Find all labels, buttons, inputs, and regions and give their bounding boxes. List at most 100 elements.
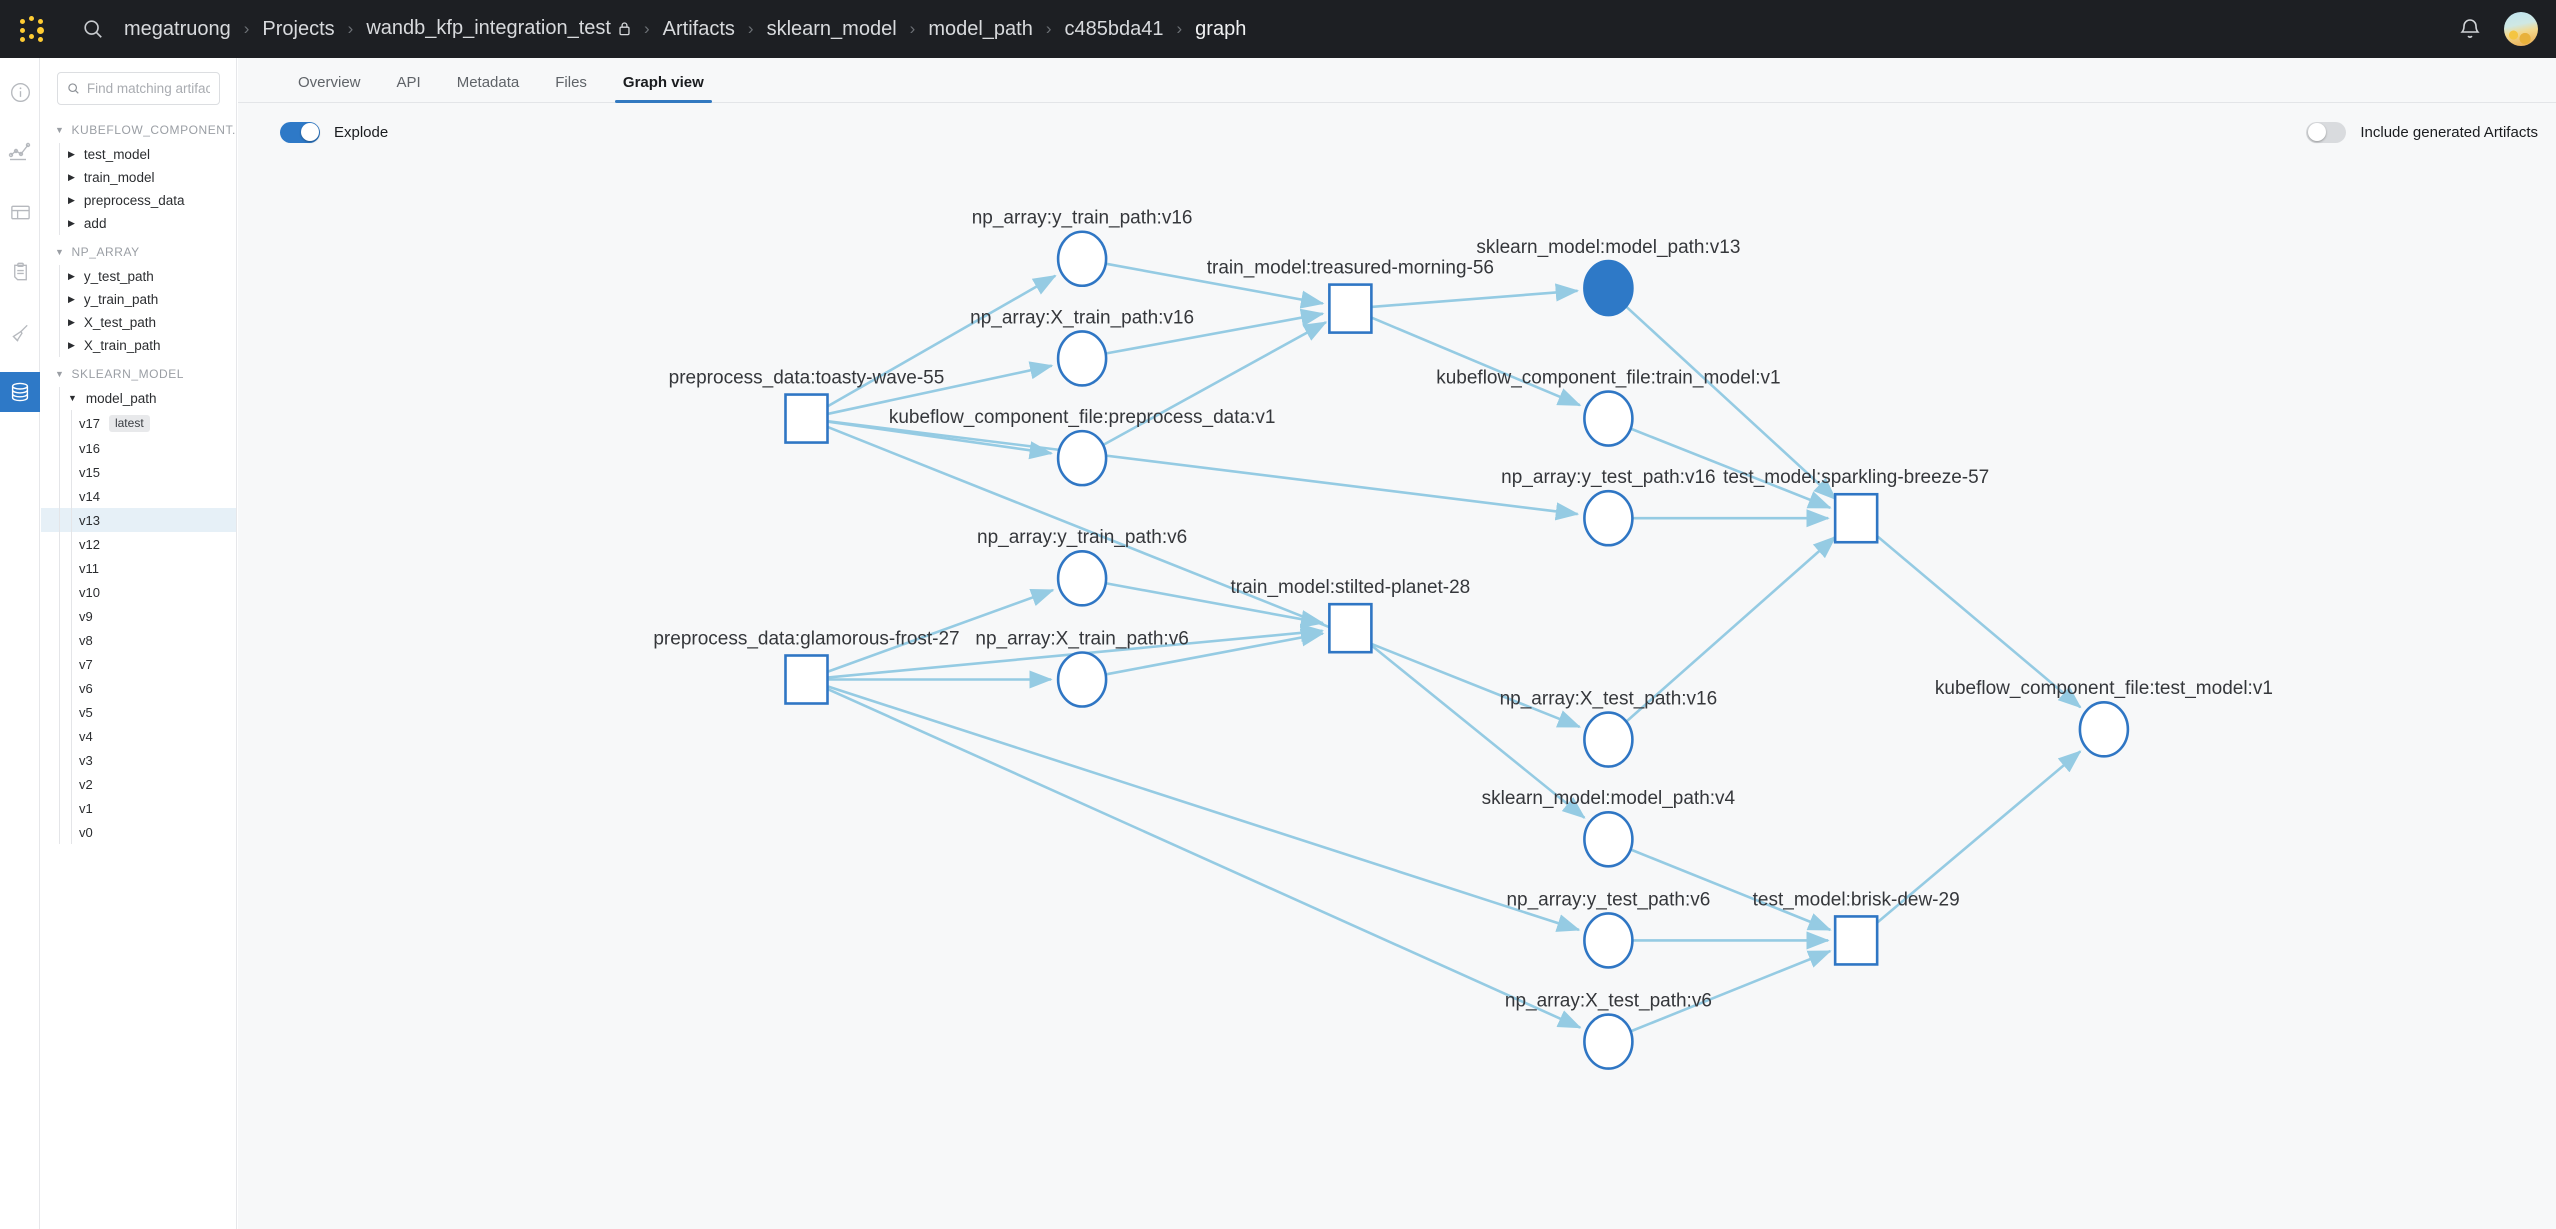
- breadcrumb-item-artifact-name[interactable]: model_path: [928, 17, 1033, 40]
- graph-node[interactable]: preprocess_data:toasty-wave-55: [669, 367, 945, 444]
- version-row-v4[interactable]: v4: [41, 724, 236, 748]
- rail-item-tables[interactable]: [0, 192, 40, 232]
- version-row-v15[interactable]: v15: [41, 460, 236, 484]
- search-artifacts-box[interactable]: [57, 72, 220, 105]
- run-node-shape[interactable]: [784, 654, 829, 705]
- graph-node[interactable]: np_array:X_test_path:v6: [1505, 990, 1712, 1070]
- artifact-node-shape[interactable]: [1583, 810, 1634, 868]
- graph-node[interactable]: np_array:X_train_path:v16: [970, 307, 1194, 387]
- graph-node[interactable]: np_array:y_test_path:v6: [1506, 889, 1710, 969]
- rail-item-sweeps[interactable]: [0, 312, 40, 352]
- rail-item-charts[interactable]: [0, 132, 40, 172]
- explode-toggle-group[interactable]: Explode: [280, 121, 388, 143]
- version-row-v17[interactable]: v17 latest: [41, 410, 236, 436]
- breadcrumb-item-projects[interactable]: Projects: [262, 17, 335, 40]
- graph-node[interactable]: train_model:stilted-planet-28: [1231, 577, 1471, 654]
- breadcrumb-item-artifact-type[interactable]: sklearn_model: [766, 17, 897, 40]
- version-row-v0[interactable]: v0: [41, 820, 236, 844]
- include-generated-toggle-group[interactable]: Include generated Artifacts: [2306, 103, 2538, 161]
- breadcrumb-item-entity[interactable]: megatruong: [124, 17, 231, 40]
- graph-node[interactable]: kubeflow_component_file:train_model:v1: [1436, 367, 1781, 447]
- artifact-node-shape[interactable]: [1583, 259, 1634, 317]
- graph-node[interactable]: preprocess_data:glamorous-frost-27: [653, 628, 960, 705]
- sidebar-item-test-model[interactable]: ▶ test_model: [41, 143, 236, 166]
- breadcrumb-item-artifacts[interactable]: Artifacts: [662, 17, 735, 40]
- artifact-node-shape[interactable]: [1056, 230, 1108, 288]
- sidebar-item-x-test-path[interactable]: ▶ X_test_path: [41, 311, 236, 334]
- breadcrumb-item-artifact-id[interactable]: c485bda41: [1064, 17, 1164, 40]
- include-generated-toggle[interactable]: [2306, 121, 2347, 143]
- version-row-v5[interactable]: v5: [41, 700, 236, 724]
- graph-node[interactable]: sklearn_model:model_path:v13: [1476, 237, 1740, 317]
- version-row-v6[interactable]: v6: [41, 676, 236, 700]
- bell-icon[interactable]: [2458, 17, 2482, 41]
- sidebar-item-train-model[interactable]: ▶ train_model: [41, 166, 236, 189]
- sidebar-item-x-train-path[interactable]: ▶ X_train_path: [41, 334, 236, 357]
- run-node-shape[interactable]: [1328, 283, 1373, 334]
- graph-node[interactable]: np_array:y_train_path:v6: [977, 527, 1187, 607]
- rail-item-info[interactable]: [0, 72, 40, 112]
- run-node-shape[interactable]: [1833, 915, 1879, 966]
- graph-node[interactable]: test_model:brisk-dew-29: [1753, 889, 1960, 966]
- artifact-node-shape[interactable]: [1056, 429, 1108, 487]
- global-search-button[interactable]: [64, 0, 122, 58]
- version-row-v3[interactable]: v3: [41, 748, 236, 772]
- graph-node[interactable]: kubeflow_component_file:preprocess_data:…: [889, 407, 1276, 487]
- tab-metadata[interactable]: Metadata: [456, 74, 520, 91]
- sidebar-item-y-test-path[interactable]: ▶ y_test_path: [41, 265, 236, 288]
- run-node-shape[interactable]: [1833, 492, 1879, 544]
- run-node-shape[interactable]: [784, 393, 829, 444]
- version-row-v10[interactable]: v10: [41, 580, 236, 604]
- graph-node[interactable]: sklearn_model:model_path:v4: [1482, 788, 1736, 868]
- sidebar-item-preprocess-data[interactable]: ▶ preprocess_data: [41, 189, 236, 212]
- explode-toggle[interactable]: [280, 121, 320, 143]
- version-row-v9[interactable]: v9: [41, 604, 236, 628]
- artifact-node-shape[interactable]: [1056, 330, 1108, 387]
- artifact-node-shape[interactable]: [1056, 651, 1108, 708]
- search-input[interactable]: [86, 81, 210, 96]
- tab-files[interactable]: Files: [555, 74, 587, 91]
- breadcrumb-item-graph[interactable]: graph: [1195, 17, 1247, 40]
- lineage-graph[interactable]: np_array:y_train_path:v16train_model:tre…: [238, 161, 2556, 1229]
- artifact-node-shape[interactable]: [1583, 390, 1634, 447]
- version-row-v8[interactable]: v8: [41, 628, 236, 652]
- artifact-node-shape[interactable]: [2078, 701, 2130, 758]
- sidebar-group-np-array[interactable]: ▼ NP_ARRAY: [41, 235, 236, 265]
- sidebar-group-sklearn-model[interactable]: ▼ SKLEARN_MODEL: [41, 357, 236, 387]
- artifact-node-shape[interactable]: [1583, 912, 1634, 969]
- run-node-shape[interactable]: [1328, 602, 1373, 654]
- version-row-v12[interactable]: v12: [41, 532, 236, 556]
- tab-graph-view[interactable]: Graph view: [605, 74, 722, 103]
- artifact-node-shape[interactable]: [1056, 550, 1108, 607]
- graph-node[interactable]: train_model:treasured-morning-56: [1207, 257, 1494, 334]
- version-row-v2[interactable]: v2: [41, 772, 236, 796]
- version-row-v14[interactable]: v14: [41, 484, 236, 508]
- avatar[interactable]: [2504, 12, 2538, 46]
- artifact-node-shape[interactable]: [1583, 1013, 1634, 1070]
- rail-item-artifacts[interactable]: [0, 372, 40, 412]
- version-row-v13[interactable]: v13: [41, 508, 236, 532]
- graph-node[interactable]: np_array:X_test_path:v16: [1500, 688, 1718, 768]
- tab-api[interactable]: API: [396, 74, 421, 91]
- graph-node[interactable]: np_array:y_test_path:v16: [1501, 467, 1716, 547]
- sidebar-item-model-path[interactable]: ▼ model_path: [41, 387, 236, 410]
- rail-item-reports[interactable]: [0, 252, 40, 292]
- version-row-v1[interactable]: v1: [41, 796, 236, 820]
- sidebar-item-add[interactable]: ▶ add: [41, 212, 236, 235]
- version-row-v11[interactable]: v11: [41, 556, 236, 580]
- version-row-v7[interactable]: v7: [41, 652, 236, 676]
- wandb-logo[interactable]: [0, 0, 64, 58]
- graph-node[interactable]: np_array:X_train_path:v6: [975, 628, 1189, 708]
- graph-node-label: np_array:X_train_path:v16: [970, 307, 1194, 328]
- graph-node[interactable]: kubeflow_component_file:test_model:v1: [1935, 678, 2273, 758]
- artifact-node-shape[interactable]: [1583, 489, 1634, 547]
- sidebar-group-kubeflow-component[interactable]: ▼ KUBEFLOW_COMPONENT...: [41, 113, 236, 143]
- version-row-v16[interactable]: v16: [41, 436, 236, 460]
- tab-overview[interactable]: Overview: [298, 74, 361, 91]
- artifact-node-shape[interactable]: [1583, 711, 1634, 768]
- breadcrumb-item-project[interactable]: wandb_kfp_integration_test: [364, 17, 633, 42]
- sidebar-item-y-train-path[interactable]: ▶ y_train_path: [41, 288, 236, 311]
- graph-node[interactable]: np_array:y_train_path:v16: [972, 208, 1193, 288]
- graph-node[interactable]: test_model:sparkling-breeze-57: [1723, 467, 1989, 544]
